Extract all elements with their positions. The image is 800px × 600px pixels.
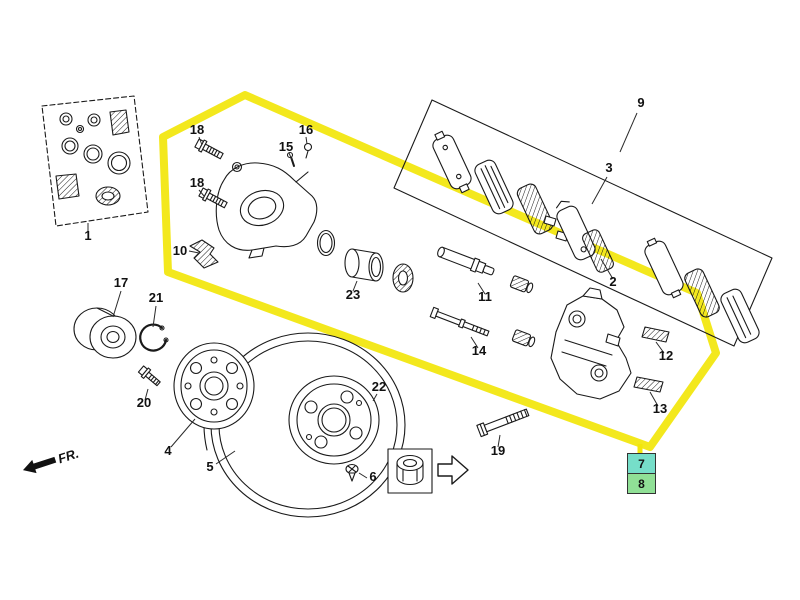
part-pin-boot <box>509 275 534 294</box>
leader-lines <box>87 112 665 479</box>
part-seal-kit <box>41 95 149 227</box>
part-pad-outer-lining <box>720 288 760 344</box>
part-callout-11: 11 <box>478 289 492 304</box>
part-hub <box>173 342 255 430</box>
part-pad-retainer <box>543 215 569 242</box>
part-pad-shim <box>516 183 554 235</box>
part-callout-21: 21 <box>149 290 163 305</box>
part-pad-shim-3 <box>684 268 720 318</box>
part-callout-10: 10 <box>173 243 187 258</box>
part-callout-17: 17 <box>114 275 128 290</box>
fr-arrow-icon <box>22 456 57 474</box>
part-piston-seal <box>316 229 336 257</box>
part-caliper-mount-bolt-b <box>198 187 228 209</box>
part-callout-15: 15 <box>279 139 293 154</box>
part-bearing <box>73 307 137 359</box>
part-lock-pin <box>429 306 490 337</box>
part-hub-bolt <box>137 365 161 387</box>
part-bleed-cap <box>303 142 313 159</box>
part-callout-14: 14 <box>472 343 487 358</box>
part-callout-2: 2 <box>609 274 616 289</box>
part-callout-20: 20 <box>137 395 151 410</box>
part-piston <box>344 248 384 282</box>
part-callout-4: 4 <box>164 443 172 458</box>
part-rotor-screw <box>345 463 359 482</box>
part-spindle-nut-box <box>387 448 433 494</box>
pad-set-box <box>393 99 773 347</box>
part-caliper-mount-bolt-a <box>194 138 224 160</box>
part-callout-22: 22 <box>372 379 386 394</box>
part-callout-23: 23 <box>346 287 360 302</box>
part-callout-18: 18 <box>190 175 204 190</box>
part-callout-9: 9 <box>637 95 644 110</box>
part-callout-19: 19 <box>491 443 505 458</box>
part-callout-18: 18 <box>190 122 204 137</box>
part-snap-ring <box>139 323 169 352</box>
highlighted-callout-8[interactable]: 8 <box>628 473 655 493</box>
part-caliper-bracket <box>550 287 632 400</box>
part-pad-spring <box>189 239 219 269</box>
highlighted-callout-7[interactable]: 7 <box>628 454 655 473</box>
fr-indicator: FR. <box>22 446 81 474</box>
part-pad-inner <box>432 130 472 194</box>
part-callout-6: 6 <box>369 469 376 484</box>
part-callout-5: 5 <box>206 459 213 474</box>
fr-label: FR. <box>56 446 81 467</box>
part-callout-1: 1 <box>84 228 91 243</box>
direction-arrow-icon <box>437 455 469 485</box>
part-piston-boot <box>392 263 414 293</box>
part-bleed-screw <box>286 151 295 167</box>
part-callout-12: 12 <box>659 348 673 363</box>
part-bracket-bolt <box>476 408 530 438</box>
part-caliper <box>215 161 318 259</box>
part-callout-16: 16 <box>299 122 313 137</box>
part-pad-lining <box>474 159 514 215</box>
part-pad-clip-13 <box>633 376 664 393</box>
part-callout-3: 3 <box>605 160 612 175</box>
part-pin-boot-2 <box>511 329 536 348</box>
part-callout-13: 13 <box>653 401 667 416</box>
part-pad-outer <box>644 237 684 299</box>
part-guide-pin <box>437 246 495 276</box>
part-pad-shim-2 <box>582 229 614 273</box>
part-pad-clip-12 <box>641 326 670 343</box>
